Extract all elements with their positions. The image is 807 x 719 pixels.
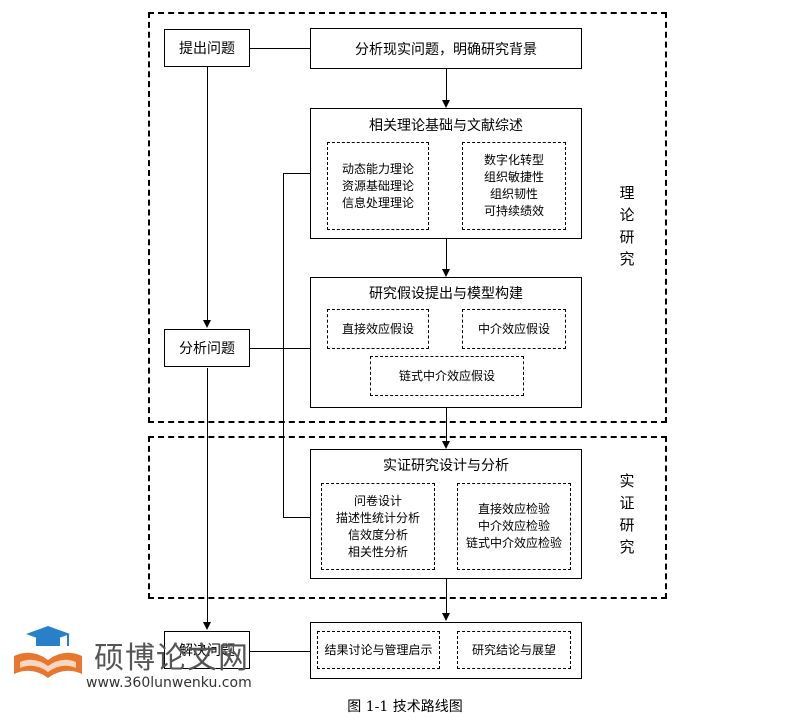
analyze-problem-box: 分析问题 xyxy=(164,329,250,367)
label-char: 理 xyxy=(619,184,635,202)
watermark-url: www.360lunwenku.com xyxy=(86,675,252,691)
raise-problem-label: 提出问题 xyxy=(179,41,235,57)
method-item: 描述性统计分析 xyxy=(335,510,420,525)
raise-problem-box: 提出问题 xyxy=(164,29,250,67)
hypothesis-item: 直接效应假设 xyxy=(341,321,414,336)
theory-item: 资源基础理论 xyxy=(341,178,414,193)
variable-item: 组织韧性 xyxy=(489,187,538,201)
method-item: 信效度分析 xyxy=(347,527,408,542)
outlook-label: 研究结论与展望 xyxy=(471,642,556,657)
mediation-hypothesis-box: 中介效应假设 xyxy=(462,309,566,349)
arrow-down xyxy=(442,269,450,277)
theory-item: 信息处理理论 xyxy=(341,195,414,210)
theory-research-label: 理 论 研 究 xyxy=(617,182,637,270)
label-char: 究 xyxy=(619,538,635,556)
arrow-down xyxy=(203,622,211,630)
empirical-research-label: 实 证 研 究 xyxy=(617,470,637,558)
arrow-down xyxy=(442,441,450,449)
figure-caption: 图 1-1 技术路线图 xyxy=(300,696,510,716)
method-item: 相关性分析 xyxy=(347,544,408,559)
main-flow-line xyxy=(446,69,447,102)
link-raise-to-background xyxy=(250,48,310,49)
link-solve-to-conclusion xyxy=(250,651,310,652)
theory-basis-title: 相关理论基础与文献综述 xyxy=(311,115,581,135)
discussion-box: 结果讨论与管理启示 xyxy=(317,631,440,669)
label-char: 证 xyxy=(619,494,635,512)
chain-mediation-hypothesis-box: 链式中介效应假设 xyxy=(370,356,524,396)
test-item: 直接效应检验 xyxy=(477,502,550,516)
theory-item: 动态能力理论 xyxy=(341,161,414,176)
watermark-name: 硕博论文网 xyxy=(94,633,249,677)
figure-caption-text: 图 1-1 技术路线图 xyxy=(347,699,463,715)
variable-item: 可持续绩效 xyxy=(483,204,544,218)
conclusion-box: 结果讨论与管理启示 研究结论与展望 xyxy=(310,622,582,679)
variable-item: 组织敏捷性 xyxy=(483,170,544,184)
label-char: 究 xyxy=(619,250,635,268)
main-flow-line xyxy=(446,239,447,271)
label-char: 研 xyxy=(619,228,635,246)
main-flow-line xyxy=(446,408,447,443)
watermark-url-text: www.360lunwenku.com xyxy=(86,675,252,691)
label-char: 论 xyxy=(619,206,635,224)
discussion-label: 结果讨论与管理启示 xyxy=(324,642,433,657)
label-char: 研 xyxy=(619,516,635,534)
link-analyze-to-hypothesis xyxy=(250,348,310,349)
hypothesis-title-text: 研究假设提出与模型构建 xyxy=(369,286,523,302)
theory-basis-box: 相关理论基础与文献综述 动态能力理论 资源基础理论 信息处理理论 数字化转型 组… xyxy=(310,108,582,239)
arrow-down xyxy=(442,100,450,108)
hypothesis-item: 链式中介效应假设 xyxy=(398,368,495,383)
theory-research-region xyxy=(148,12,667,423)
variable-list-box: 数字化转型 组织敏捷性 组织韧性 可持续绩效 xyxy=(462,142,566,230)
test-item: 链式中介效应检验 xyxy=(465,536,562,550)
watermark-name-text: 硕博论文网 xyxy=(94,641,249,676)
empirical-design-title-text: 实证研究设计与分析 xyxy=(383,458,509,474)
empirical-design-title: 实证研究设计与分析 xyxy=(311,455,581,475)
background-box: 分析现实问题，明确研究背景 xyxy=(310,28,582,69)
theory-basis-title-text: 相关理论基础与文献综述 xyxy=(369,118,523,134)
variable-item: 数字化转型 xyxy=(483,153,544,167)
theory-list-box: 动态能力理论 资源基础理论 信息处理理论 xyxy=(327,142,429,230)
bracket-top xyxy=(283,173,310,174)
left-flow-line-2 xyxy=(207,368,208,624)
analyze-problem-label: 分析问题 xyxy=(179,341,235,357)
bracket-bottom xyxy=(283,517,310,518)
bracket-vertical xyxy=(283,173,284,518)
empirical-research-region xyxy=(148,436,667,599)
hypothesis-item: 中介效应假设 xyxy=(477,321,550,336)
hypothesis-title: 研究假设提出与模型构建 xyxy=(311,283,581,303)
label-char: 实 xyxy=(619,472,635,490)
graduation-cap-book-icon xyxy=(14,626,82,678)
background-label: 分析现实问题，明确研究背景 xyxy=(355,41,537,58)
direct-effect-hypothesis-box: 直接效应假设 xyxy=(327,309,429,349)
empirical-design-box: 实证研究设计与分析 问卷设计 描述性统计分析 信效度分析 相关性分析 直接效应检… xyxy=(310,449,582,579)
effect-tests-box: 直接效应检验 中介效应检验 链式中介效应检验 xyxy=(457,483,571,570)
test-item: 中介效应检验 xyxy=(477,519,550,533)
analysis-methods-box: 问卷设计 描述性统计分析 信效度分析 相关性分析 xyxy=(321,483,435,570)
arrow-down xyxy=(203,320,211,328)
solve-problem-box: 解决问题 xyxy=(164,631,250,669)
method-item: 问卷设计 xyxy=(353,493,402,508)
main-flow-line xyxy=(446,579,447,615)
solve-problem-label: 解决问题 xyxy=(179,643,235,659)
left-flow-line xyxy=(207,67,208,323)
outlook-box: 研究结论与展望 xyxy=(457,631,571,669)
watermark-logo xyxy=(8,626,88,694)
arrow-down xyxy=(442,613,450,621)
hypothesis-box: 研究假设提出与模型构建 直接效应假设 中介效应假设 链式中介效应假设 xyxy=(310,277,582,408)
